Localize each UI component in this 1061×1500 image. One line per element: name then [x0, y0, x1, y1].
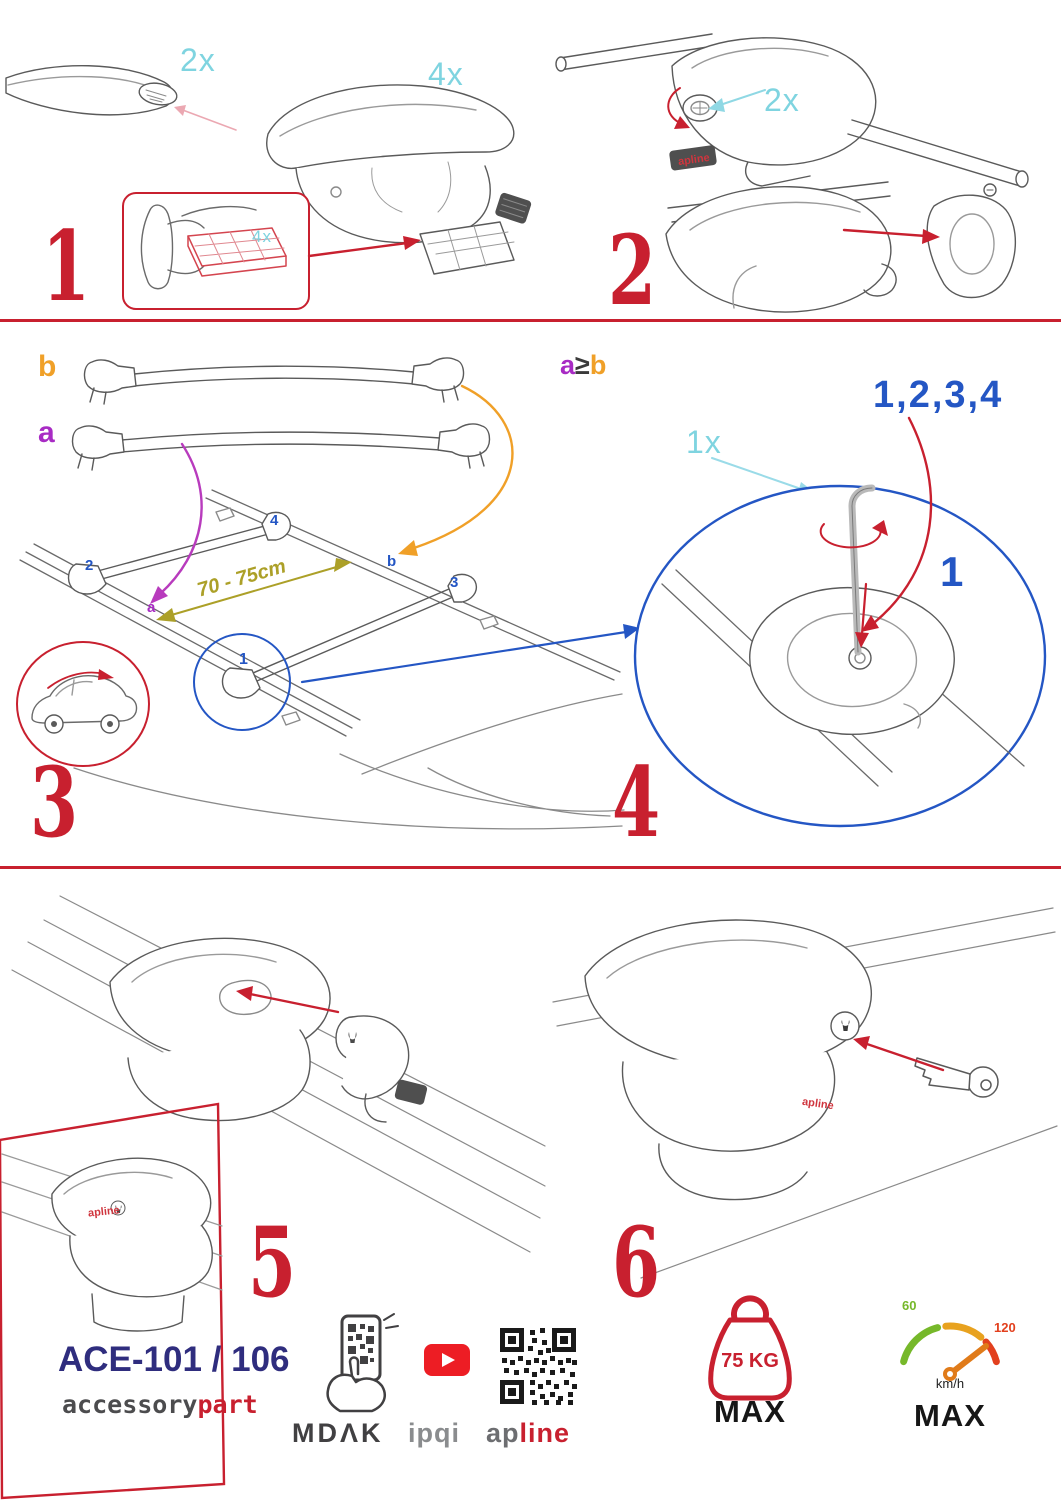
length-rule: a≥b	[560, 350, 606, 381]
speedometer-icon	[900, 1322, 1000, 1381]
crossbar-b-drawing	[83, 357, 465, 405]
rule-op: ≥	[575, 350, 590, 380]
step-number-1: 1	[42, 210, 91, 323]
rotation-arrow	[872, 520, 888, 536]
qr-code	[500, 1328, 577, 1405]
key-insert-arrow	[853, 1036, 870, 1050]
apline-brand-logo: apline	[486, 1418, 570, 1449]
brand-logo: accessorypart	[62, 1390, 258, 1419]
speed-unit-label: km/h	[935, 1376, 965, 1391]
bolt-arrow	[855, 632, 869, 648]
logo-patch	[669, 145, 717, 171]
apline-line: line	[519, 1418, 571, 1448]
key-lock-drawing-step6	[552, 907, 1058, 1279]
roof-position-2: 2	[85, 557, 94, 574]
max-load-value: 75 KG	[721, 1350, 779, 1372]
pad-quantity-label: 4x	[252, 227, 272, 246]
brand-accessory: accessory	[62, 1390, 198, 1419]
partner-logo-ipqi: ipqi	[408, 1418, 460, 1448]
model-number: ACE-101 / 106	[58, 1340, 290, 1379]
allen-key-quantity: 1x	[686, 424, 722, 460]
foot1-highlight-circle	[193, 633, 291, 731]
max-load-icon	[708, 1295, 792, 1401]
logo-patch	[495, 192, 532, 224]
speed-high-label: 120	[994, 1320, 1016, 1335]
roof-position-b: b	[387, 553, 397, 570]
roof-overview-drawing	[19, 489, 625, 830]
crossbar-drawing	[5, 64, 237, 131]
section-divider-1	[0, 319, 1061, 322]
step-number-3: 3	[30, 746, 79, 859]
sequence-to-bolt-arrow	[861, 416, 933, 632]
tightening-zoom-drawing	[633, 484, 1047, 828]
foot-quantity-label: 4x	[428, 56, 464, 92]
bar-quantity-label: 2x	[180, 42, 216, 78]
step-number-5: 5	[248, 1206, 297, 1319]
bar-callout-arrow	[174, 105, 186, 116]
max-load-label: MAX	[714, 1394, 786, 1429]
bar-b-label: b	[38, 350, 57, 383]
bar-a-label: a	[38, 416, 55, 449]
torque-arrow	[674, 116, 690, 129]
crossbar-a-drawing	[71, 423, 491, 471]
scan-phone-icon	[326, 1313, 399, 1413]
pad-detail-inset	[122, 192, 310, 310]
car-roof-arrow	[98, 669, 114, 680]
keyhole	[348, 1032, 357, 1043]
brand-part: part	[197, 1390, 258, 1419]
installed-lock-inset-frame	[0, 1102, 226, 1500]
apline-ap: ap	[486, 1418, 520, 1448]
car-inset-drawing	[16, 641, 150, 767]
step-number-4: 4	[612, 746, 661, 859]
section-divider-2	[0, 866, 1061, 869]
bar-b-position-arrow	[398, 384, 514, 556]
zoom-link-arrow	[300, 624, 640, 684]
roof-position-4: 4	[270, 512, 279, 529]
rule-b: b	[589, 350, 607, 380]
partner-logo-mdak: MDΛK	[292, 1418, 384, 1448]
roof-position-a: a	[147, 599, 156, 616]
lock-insert-arrow	[236, 986, 253, 1001]
knob-quantity-label: 2x	[764, 82, 800, 118]
speed-low-label: 60	[902, 1298, 917, 1313]
step-number-2: 2	[608, 214, 657, 327]
first-bolt-label: 1	[940, 548, 964, 595]
tighten-sequence-label: 1,2,3,4	[873, 374, 1004, 416]
lock-install-drawing-step5	[0, 895, 546, 1500]
roof-position-3: 3	[450, 574, 459, 591]
rule-a: a	[560, 350, 576, 380]
pad-detail-drawing	[140, 204, 287, 290]
bar-a-position-arrow	[150, 442, 203, 604]
roof-position-1: 1	[239, 651, 248, 668]
knob-callout-arrow	[708, 98, 725, 112]
inset-to-foot-arrow	[307, 236, 421, 258]
distance-arrow-left	[156, 608, 176, 622]
installed-lock-face	[110, 1200, 126, 1216]
speedometer-needle	[947, 1343, 989, 1377]
max-speed-label: MAX	[914, 1398, 986, 1433]
cap-assembly-arrow	[922, 229, 940, 244]
foot-cap-drawing-step2	[665, 181, 1016, 313]
step-number-6: 6	[612, 1206, 661, 1319]
foot-knob-drawing-step2	[555, 33, 1029, 188]
youtube-icon	[424, 1344, 470, 1376]
foot-drawing-step1	[266, 84, 532, 275]
distance-arrow-right	[334, 558, 352, 572]
logo-patch	[394, 1079, 428, 1105]
